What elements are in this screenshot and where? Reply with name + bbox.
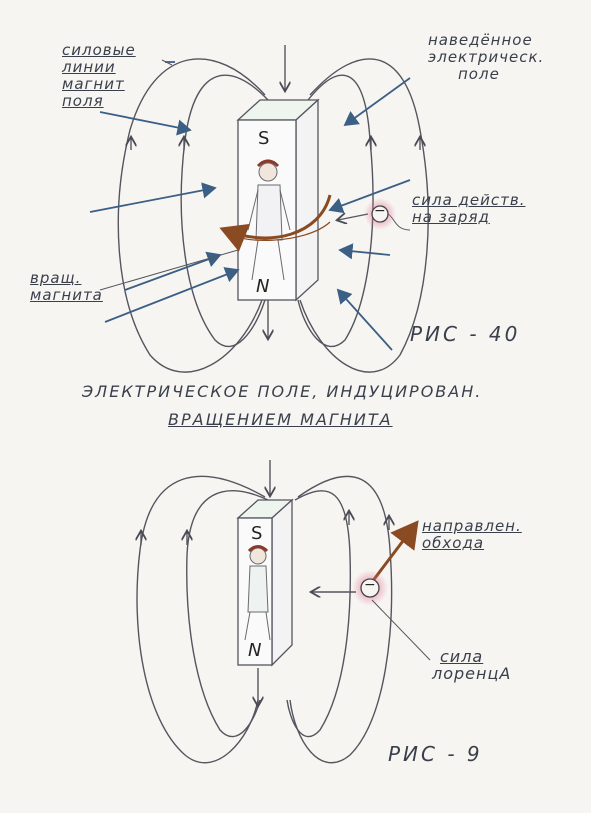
label-line: лоренцА — [432, 664, 512, 683]
label-line: направлен. — [422, 517, 522, 535]
pole-north-top: N — [256, 276, 270, 297]
label-line: на заряд — [412, 208, 490, 226]
label-line: силовые — [62, 41, 136, 59]
label-induced-field: наведённое электрическ. поле — [428, 32, 544, 83]
label-rotation: вращ. магнита — [30, 270, 103, 304]
caption-line-1: ЭЛЕКТРИЧЕСКОЕ ПОЛЕ, ИНДУЦИРОВАН. — [82, 382, 483, 401]
label-field-lines: силовые линии магнит поля — [62, 42, 136, 110]
top-field-lines — [117, 45, 429, 373]
top-magnet — [236, 98, 320, 302]
figure-number-top: РИС - 40 — [410, 322, 521, 346]
caption-line-2: ВРАЩЕНИЕМ МАГНИТА — [168, 410, 393, 429]
top-person — [247, 159, 291, 281]
bottom-field-lines — [137, 460, 392, 764]
label-line: вращ. — [30, 269, 82, 287]
top-blue-arrows — [89, 61, 411, 351]
pole-south-top: S — [258, 128, 270, 149]
label-line: сила действ. — [412, 191, 526, 209]
label-line: поля — [62, 92, 104, 110]
label-line: магнита — [30, 286, 103, 304]
label-line: линии — [62, 58, 116, 76]
label-line: обхода — [422, 534, 485, 552]
label-line: магнит — [62, 75, 125, 93]
direction-arrow — [370, 520, 419, 583]
label-lorentz-force: сила лоренцА — [432, 648, 511, 682]
pole-south-bottom: S — [251, 523, 263, 544]
figure-number-bottom: РИС - 9 — [388, 742, 483, 766]
charge-sign-top: − — [374, 203, 386, 219]
label-line: сила — [440, 647, 484, 666]
pole-north-bottom: N — [248, 640, 262, 661]
label-force-on-charge: сила действ. на заряд — [412, 192, 525, 226]
label-line: электрическ. — [428, 48, 545, 66]
charge-sign-bottom: − — [364, 577, 376, 593]
label-line: наведённое — [428, 31, 533, 49]
bottom-person — [244, 545, 271, 641]
label-line: поле — [458, 65, 500, 83]
rotation-arrow — [219, 194, 332, 252]
label-direction: направлен. обхода — [422, 518, 522, 552]
